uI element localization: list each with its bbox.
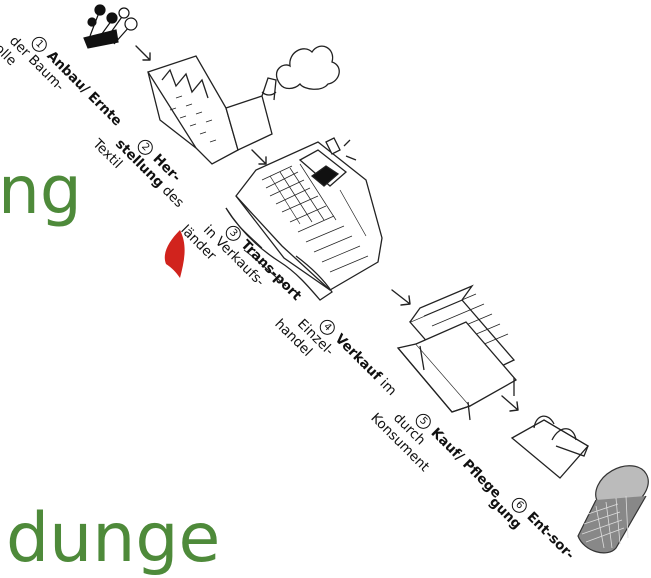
arrow-icon — [252, 150, 266, 164]
factory-icon — [148, 56, 276, 164]
shopping-bag-icon — [512, 416, 588, 478]
cotton-plant-icon — [84, 5, 137, 48]
arrow-icon — [136, 46, 150, 60]
market-stall-icon — [398, 286, 516, 420]
arrow-icon — [392, 290, 410, 305]
arrow-icon — [502, 396, 518, 411]
trash-can-icon — [578, 457, 651, 553]
